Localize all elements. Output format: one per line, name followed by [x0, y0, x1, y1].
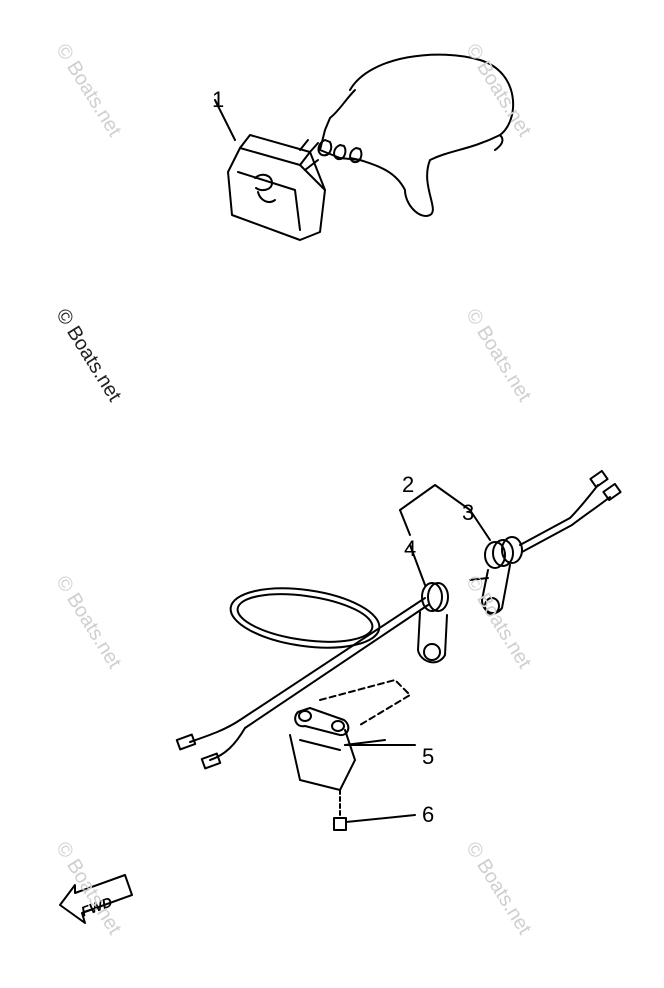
fwd-arrow	[59, 874, 133, 924]
callout-4: 4	[404, 536, 416, 561]
callout-3: 3	[462, 500, 474, 525]
part-6-screw	[333, 789, 416, 831]
callout-1: 1	[212, 87, 224, 112]
callout-5: 5	[422, 744, 434, 769]
top-mount-housing	[317, 53, 514, 217]
part-1-switch	[214, 99, 326, 241]
callout-2: 2	[402, 472, 414, 497]
cable-harness-4	[175, 587, 429, 770]
callout-2-leaders	[399, 484, 471, 536]
callout-6: 6	[422, 802, 434, 827]
part-4-bracket	[409, 544, 449, 664]
part-5-plate	[289, 679, 416, 791]
part-3-grommet	[469, 469, 622, 615]
